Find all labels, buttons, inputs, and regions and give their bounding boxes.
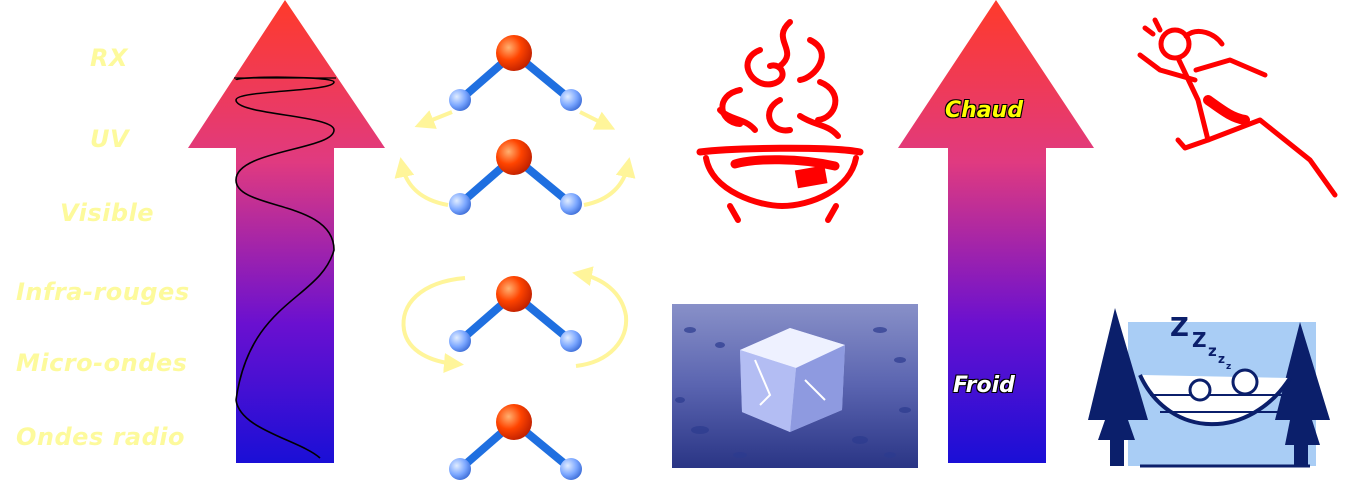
sleeping-hammock-icon: Z Z z z z	[1088, 308, 1330, 468]
wave-icon	[234, 76, 336, 459]
svg-text:z: z	[1226, 362, 1231, 372]
label-uv: UV	[90, 125, 130, 153]
svg-text:Z: Z	[1192, 328, 1207, 352]
hot-bath-icon	[696, 19, 864, 223]
svg-text:z: z	[1218, 352, 1225, 366]
label-ondes-radio: Ondes radio	[16, 423, 186, 451]
label-rx: RX	[90, 44, 128, 72]
ice-cube-icon	[672, 304, 918, 468]
hot-label: Chaud	[945, 98, 1024, 123]
svg-text:Z: Z	[1170, 313, 1189, 343]
label-infra-rouges: Infra-rouges	[16, 278, 190, 306]
water-molecule-icon	[401, 266, 629, 373]
cold-label: Froid	[953, 373, 1015, 398]
label-visible: Visible	[60, 199, 155, 227]
spectrum-arrow	[188, 0, 385, 463]
water-molecule-icon	[414, 35, 616, 130]
runner-icon	[1137, 17, 1338, 198]
water-molecule-icon	[449, 404, 582, 480]
temperature-arrow	[898, 0, 1094, 463]
label-micro-ondes: Micro-ondes	[16, 349, 188, 377]
svg-text:z: z	[1208, 342, 1217, 360]
water-molecule-icon	[394, 139, 636, 215]
